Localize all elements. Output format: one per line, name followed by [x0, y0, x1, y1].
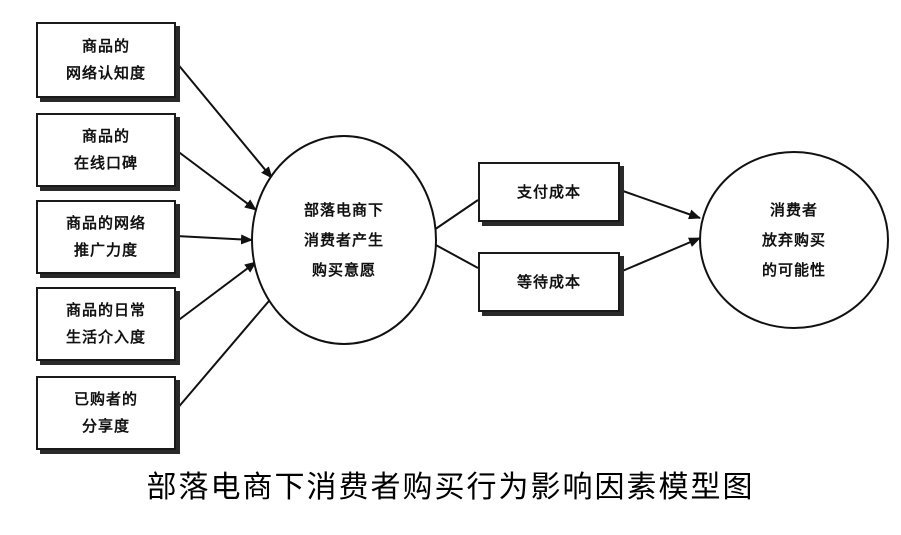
factor-5-line-2: 分享度	[81, 417, 130, 435]
factor-1-line-2: 网络认知度	[65, 64, 146, 82]
outcome-line-1: 消费者	[769, 201, 818, 219]
outcome-node: 消费者 放弃购买 的可能性	[718, 162, 870, 318]
factor-2-line-2: 在线口碑	[73, 154, 138, 172]
outcome-ellipse-shape	[699, 151, 889, 329]
arrow-factor-3-to-intention	[175, 234, 253, 245]
factor-box-5: 已购者的 分享度	[36, 376, 176, 450]
intention-node: 部落电商下 消费者产生 购买意愿	[262, 150, 426, 330]
outcome-line-2: 放弃购买	[761, 231, 826, 249]
factor-3-line-2: 推广力度	[73, 241, 138, 259]
arrow-factor-5-to-intention	[175, 287, 281, 411]
outcome-line-3: 的可能性	[761, 261, 826, 279]
line-intention-to-waiting-cost	[433, 243, 479, 269]
arrow-waiting-cost-to-outcome	[619, 237, 701, 273]
factor-1-line-1: 商品的	[81, 37, 130, 55]
factor-box-4: 商品的日常 生活介入度	[36, 287, 176, 361]
arrow-factor-2-to-intention	[175, 149, 257, 211]
arrow-factor-4-to-intention	[175, 261, 257, 323]
waiting-cost-box: 等待成本	[478, 252, 620, 312]
payment-cost-box: 支付成本	[478, 162, 620, 222]
payment-cost-label: 支付成本	[516, 182, 581, 201]
line-intention-to-payment-cost	[433, 199, 479, 231]
factor-box-3: 商品的网络 推广力度	[36, 200, 176, 274]
intention-line-2: 消费者产生	[303, 231, 384, 249]
factor-box-2: 商品的 在线口碑	[36, 113, 176, 187]
factor-4-line-2: 生活介入度	[65, 328, 146, 346]
factor-2-line-1: 商品的	[81, 127, 130, 145]
factor-3-line-1: 商品的网络	[65, 214, 146, 232]
factor-5-line-1: 已购者的	[73, 390, 138, 408]
arrow-factor-1-to-intention	[175, 61, 273, 179]
intention-line-3: 购买意愿	[311, 261, 376, 279]
intention-ellipse-shape	[251, 135, 437, 345]
factor-box-1: 商品的 网络认知度	[36, 22, 176, 98]
waiting-cost-label: 等待成本	[516, 272, 581, 291]
arrow-payment-cost-to-outcome	[619, 189, 701, 220]
intention-line-1: 部落电商下	[303, 201, 384, 219]
figure-caption: 部落电商下消费者购买行为影响因素模型图	[146, 470, 755, 505]
factor-4-line-1: 商品的日常	[65, 301, 146, 319]
